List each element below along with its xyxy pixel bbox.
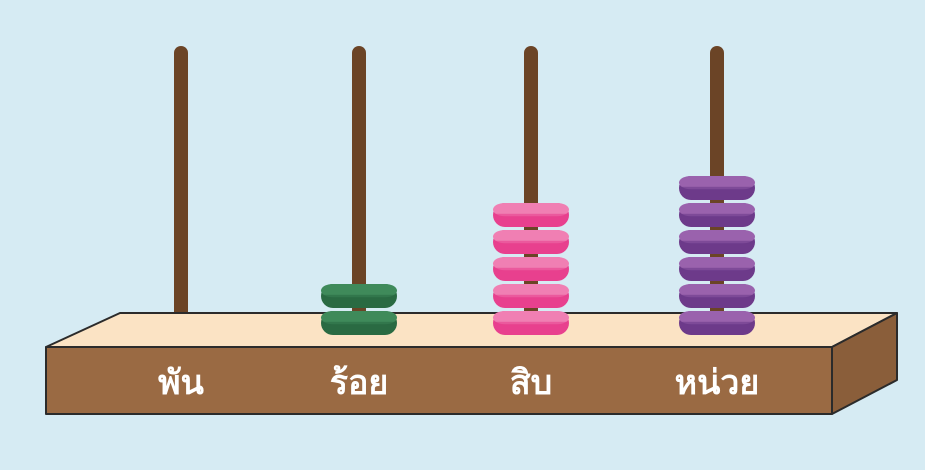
bead <box>493 203 569 227</box>
rods <box>174 46 724 326</box>
bead <box>679 203 755 227</box>
label-tens: สิบ <box>510 363 552 403</box>
base-front-face <box>45 346 833 415</box>
bead <box>321 311 397 335</box>
abacus-base <box>45 312 898 415</box>
bead <box>679 230 755 254</box>
rod <box>174 46 188 326</box>
rod <box>524 46 538 326</box>
place-value-labels: พัน ร้อย สิบ หน่วย <box>158 363 759 403</box>
label-thousands: พัน <box>158 363 204 403</box>
bead <box>493 230 569 254</box>
bead <box>493 284 569 308</box>
bead <box>321 284 397 308</box>
label-hundreds: ร้อย <box>330 363 389 403</box>
bead <box>679 284 755 308</box>
label-units: หน่วย <box>675 363 760 403</box>
beads <box>321 176 755 335</box>
bead <box>679 176 755 200</box>
bead <box>493 257 569 281</box>
base-top-face <box>45 312 898 348</box>
bead <box>679 257 755 281</box>
rod <box>352 46 366 326</box>
bead <box>493 311 569 335</box>
bead <box>679 311 755 335</box>
